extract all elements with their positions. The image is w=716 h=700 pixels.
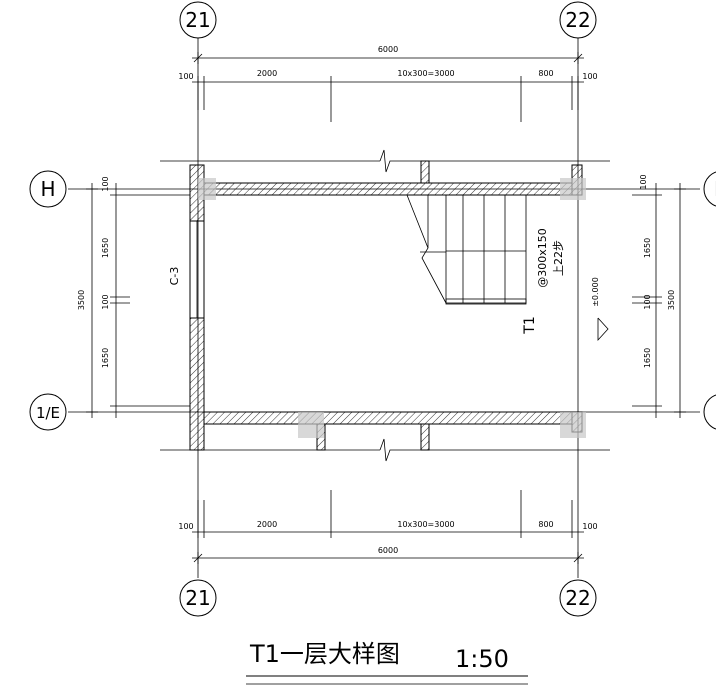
svg-text:1650: 1650 [643,238,652,258]
grid-lines [68,38,700,578]
svg-text:100: 100 [178,72,193,81]
stair-name: T1 [522,316,538,334]
title-block: T1一层大样图 1:50 [246,640,528,685]
svg-text:100: 100 [101,176,110,191]
svg-text:1650: 1650 [101,238,110,258]
drawing-scale: 1:50 [455,645,509,673]
break-lines [160,149,610,462]
svg-text:100: 100 [178,522,193,531]
svg-text:1650: 1650 [643,348,652,368]
top-wall [203,182,573,196]
axis-bubble-h-right: H [703,171,716,207]
svg-text:22: 22 [565,586,590,610]
svg-text:H: H [40,177,55,201]
stair-step-spec: @300x150 [536,228,549,288]
right-dimensions: 100 1650 100 1650 3500 [632,174,686,418]
axis-bubble-h-left: H [29,170,67,208]
bottom-dimensions: 100 2000 10x300=3000 800 100 6000 [178,490,598,564]
columns [198,178,586,438]
svg-text:100: 100 [101,294,110,309]
svg-text:100: 100 [643,294,652,309]
left-wall-lower [189,317,205,451]
svg-text:1650: 1650 [101,348,110,368]
svg-text:10x300=3000: 10x300=3000 [397,69,454,78]
walls [189,160,583,451]
svg-text:21: 21 [185,8,210,32]
svg-text:100: 100 [582,72,597,81]
axis-bubble-22-top: 22 [559,1,597,39]
svg-text:100: 100 [639,174,648,189]
elevation-marker: ±0.000 [591,277,609,342]
axis-bubble-21-bottom: 21 [179,579,217,617]
svg-text:21: 21 [185,586,210,610]
svg-text:800: 800 [538,69,553,78]
svg-text:6000: 6000 [378,546,398,555]
bottom-wall [203,411,573,425]
svg-text:3500: 3500 [667,290,676,310]
stair-step-count: 上22步 [552,240,565,276]
svg-text:100: 100 [582,522,597,531]
left-dimensions: 3500 100 1650 100 1650 [77,176,190,418]
svg-text:6000: 6000 [378,45,398,54]
stair-flight [406,194,527,305]
axis-bubble-21-top: 21 [179,1,217,39]
axis-bubble-1e-left: 1/E [29,393,67,431]
wall-tag: C-3 [168,267,181,286]
axis-bubble-22-bottom: 22 [559,579,597,617]
svg-text:H: H [714,177,716,201]
svg-text:22: 22 [565,8,590,32]
svg-text:2000: 2000 [257,69,277,78]
svg-text:1/E: 1/E [36,404,60,422]
svg-text:±0.000: ±0.000 [591,277,600,307]
svg-text:800: 800 [538,520,553,529]
top-dimensions: 6000 100 2000 10x300=3000 800 100 [178,45,598,122]
drawing-title: T1一层大样图 [249,640,400,668]
svg-text:3500: 3500 [77,290,86,310]
axis-bubble-1e-right [703,394,716,430]
svg-text:10x300=3000: 10x300=3000 [397,520,454,529]
svg-text:2000: 2000 [257,520,277,529]
